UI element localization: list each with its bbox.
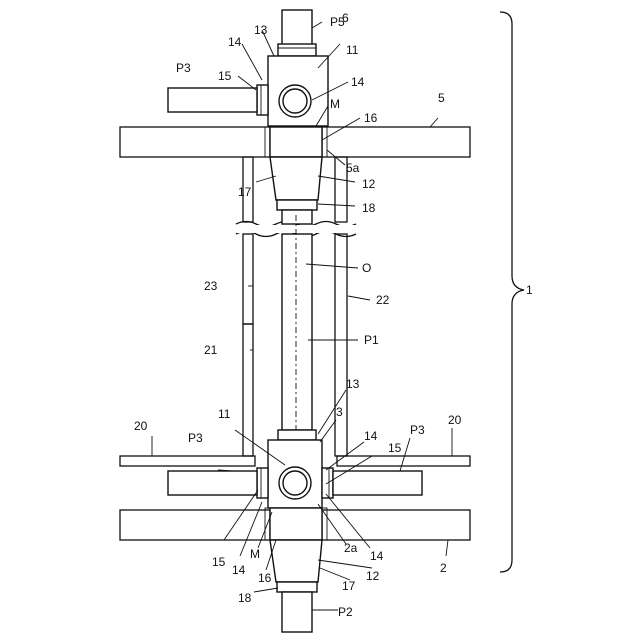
pipe-p3-top <box>168 88 257 112</box>
label-11-bot: 11 <box>218 407 231 421</box>
label-2a: 2a <box>344 541 358 555</box>
label-o: O <box>362 261 371 275</box>
label-16-top: 16 <box>364 111 378 125</box>
label-14-br: 14 <box>370 549 384 563</box>
label-6: 6 <box>342 11 349 25</box>
label-5a: 5a <box>346 161 360 175</box>
label-m-top: M <box>330 97 340 111</box>
fitting-upper-6 <box>257 56 328 210</box>
label-14-bl: 14 <box>232 563 246 577</box>
brace-1 <box>500 12 524 572</box>
label-16-bot: 16 <box>258 571 272 585</box>
label-p1: P1 <box>364 333 379 347</box>
label-13-bot: 13 <box>346 377 360 391</box>
label-13-top: 13 <box>254 23 268 37</box>
label-20-right: 20 <box>448 413 462 427</box>
label-m-bot: M <box>250 547 260 561</box>
label-5: 5 <box>438 91 445 105</box>
label-12-bot: 12 <box>366 569 380 583</box>
label-18-bot: 18 <box>238 591 252 605</box>
label-23: 23 <box>204 279 218 293</box>
wall-21-23 <box>243 157 253 456</box>
label-17-top: 17 <box>238 185 252 199</box>
label-p2: P2 <box>338 605 353 619</box>
label-p3-bl: P3 <box>188 431 203 445</box>
label-22: 22 <box>376 293 390 307</box>
label-14-tr: 14 <box>351 75 365 89</box>
label-14-tl: 14 <box>228 35 242 49</box>
pipe-p1 <box>278 210 316 440</box>
label-3: 3 <box>336 405 343 419</box>
label-p3-br: P3 <box>410 423 425 437</box>
label-15-br: 15 <box>388 441 402 455</box>
label-15-bl: 15 <box>212 555 226 569</box>
label-14-br-top: 14 <box>364 429 378 443</box>
label-11-top: 11 <box>346 43 359 57</box>
label-12-top: 12 <box>362 177 376 191</box>
label-20-left: 20 <box>134 419 148 433</box>
label-17-bot: 17 <box>342 579 356 593</box>
label-1: 1 <box>526 283 533 297</box>
label-2: 2 <box>440 561 447 575</box>
pipe-p2 <box>282 592 312 632</box>
label-21: 21 <box>204 343 218 357</box>
pipe-p5 <box>278 10 316 56</box>
fitting-lower-3 <box>257 440 333 592</box>
label-15-top: 15 <box>218 69 232 83</box>
label-18-top: 18 <box>362 201 376 215</box>
label-p3-top: P3 <box>176 61 191 75</box>
